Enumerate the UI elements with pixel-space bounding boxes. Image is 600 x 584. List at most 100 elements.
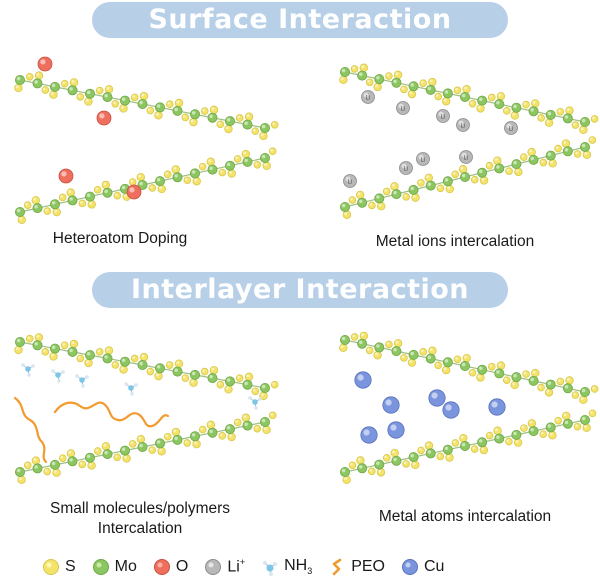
sulfur-atom bbox=[417, 179, 425, 187]
sulfur-atom bbox=[227, 432, 236, 442]
mos2-layer-doping-top bbox=[14, 71, 279, 141]
molybdenum-atom bbox=[32, 340, 43, 351]
sulfur-atom bbox=[113, 191, 122, 200]
legend-label-nh3-subscript: 3 bbox=[307, 566, 313, 577]
sulfur-atom bbox=[43, 467, 52, 476]
molybdenum-atom bbox=[545, 150, 556, 161]
molybdenum-atom bbox=[374, 193, 385, 204]
molybdenum-atom bbox=[511, 159, 522, 170]
sulfur-atom bbox=[350, 333, 359, 341]
svg-text:Li: Li bbox=[509, 127, 514, 133]
sulfur-atom bbox=[573, 422, 582, 431]
copper-atom-icon bbox=[402, 559, 418, 575]
sulfur-atom bbox=[544, 118, 554, 127]
ammonia-molecule bbox=[75, 374, 89, 388]
sulfur-atom bbox=[224, 124, 233, 134]
copper-atom bbox=[488, 398, 506, 416]
molybdenum-atom bbox=[120, 356, 131, 367]
sulfur-atom bbox=[130, 354, 139, 363]
molybdenum-atom bbox=[259, 152, 270, 163]
sulfur-atom bbox=[453, 86, 462, 95]
sulfur-atom bbox=[60, 79, 69, 88]
molybdenum-atom bbox=[154, 102, 165, 113]
molybdenum-atom bbox=[207, 373, 218, 384]
sulfur-atom bbox=[218, 168, 227, 177]
sulfur-atom bbox=[93, 447, 102, 455]
sulfur-atom-icon bbox=[43, 559, 59, 575]
sulfur-atom bbox=[590, 115, 599, 123]
sulfur-atom bbox=[66, 449, 76, 458]
legend-label-o: O bbox=[175, 558, 189, 575]
sulfur-atom bbox=[400, 85, 408, 94]
sulfur-atom bbox=[139, 352, 149, 362]
molybdenum-atom bbox=[50, 459, 61, 470]
sulfur-atom bbox=[268, 411, 277, 420]
sulfur-atom bbox=[270, 121, 279, 129]
sulfur-atom bbox=[41, 348, 50, 356]
molybdenum-atom bbox=[339, 201, 350, 212]
sulfur-atom bbox=[104, 346, 114, 355]
sulfur-atom bbox=[165, 100, 174, 109]
molybdenum-atom bbox=[477, 95, 488, 106]
sulfur-atom bbox=[373, 351, 382, 360]
molybdenum-atom bbox=[494, 433, 505, 444]
sulfur-atom bbox=[531, 368, 540, 378]
sulfur-atom bbox=[69, 339, 79, 349]
sulfur-atom bbox=[522, 100, 530, 109]
molybdenum-atom bbox=[120, 445, 131, 456]
sulfur-atom bbox=[402, 460, 410, 468]
legend-label-cu: Cu bbox=[424, 558, 445, 575]
sulfur-atom bbox=[544, 388, 554, 397]
molybdenum-atom bbox=[137, 179, 148, 190]
molybdenum-atom bbox=[172, 366, 183, 377]
copper-atom bbox=[382, 396, 400, 414]
sulfur-atom bbox=[424, 441, 434, 450]
sulfur-atom bbox=[359, 63, 368, 72]
sulfur-atom bbox=[582, 423, 591, 433]
legend-label-peo: PEO bbox=[351, 558, 385, 575]
sulfur-atom bbox=[419, 348, 428, 356]
sulfur-atom bbox=[183, 176, 192, 185]
molybdenum-atom bbox=[242, 156, 253, 167]
molybdenum-atom bbox=[477, 364, 488, 375]
sulfur-atom bbox=[470, 445, 479, 453]
sulfur-atom bbox=[590, 385, 599, 393]
sulfur-atom bbox=[561, 411, 571, 421]
sulfur-atom bbox=[241, 413, 251, 422]
legend-item-nh3: NH3 bbox=[261, 557, 313, 577]
legend-item-o: O bbox=[153, 558, 188, 576]
sulfur-atom bbox=[407, 358, 417, 367]
molybdenum-atom bbox=[442, 176, 453, 187]
sulfur-atom bbox=[113, 453, 122, 462]
molybdenum-atom bbox=[580, 414, 591, 425]
molybdenum-atom bbox=[425, 353, 436, 364]
sulfur-atom bbox=[493, 426, 502, 435]
molybdenum-atom bbox=[339, 334, 350, 345]
sulfur-atom bbox=[34, 333, 44, 342]
sulfur-atom bbox=[104, 85, 114, 94]
molybdenum-atom bbox=[189, 168, 200, 179]
lithium-ion-icon bbox=[205, 558, 222, 575]
sulfur-atom bbox=[259, 131, 268, 141]
sulfur-atom bbox=[224, 385, 233, 394]
sulfur-atom bbox=[128, 178, 137, 186]
sulfur-atom bbox=[206, 157, 215, 166]
molybdenum-atom bbox=[391, 455, 402, 466]
molybdenum-atom bbox=[207, 164, 218, 175]
legend-label-li: Li+ bbox=[227, 557, 246, 576]
sulfur-atom bbox=[157, 447, 166, 456]
sulfur-atom bbox=[359, 331, 369, 341]
molybdenum-atom bbox=[14, 466, 25, 477]
sulfur-atom bbox=[565, 376, 574, 385]
sulfur-atom bbox=[154, 371, 163, 381]
caption-intercalation: Intercalation bbox=[97, 520, 183, 537]
oxygen-atom bbox=[58, 168, 74, 184]
sulfur-atom bbox=[390, 448, 399, 458]
sulfur-atom bbox=[382, 187, 391, 196]
molybdenum-atom bbox=[14, 75, 25, 86]
molybdenum-atom bbox=[102, 187, 113, 198]
sulfur-atom bbox=[241, 149, 250, 159]
molybdenum-atom bbox=[224, 116, 235, 127]
sulfur-atom bbox=[356, 190, 365, 200]
molybdenum-atom bbox=[357, 70, 368, 81]
